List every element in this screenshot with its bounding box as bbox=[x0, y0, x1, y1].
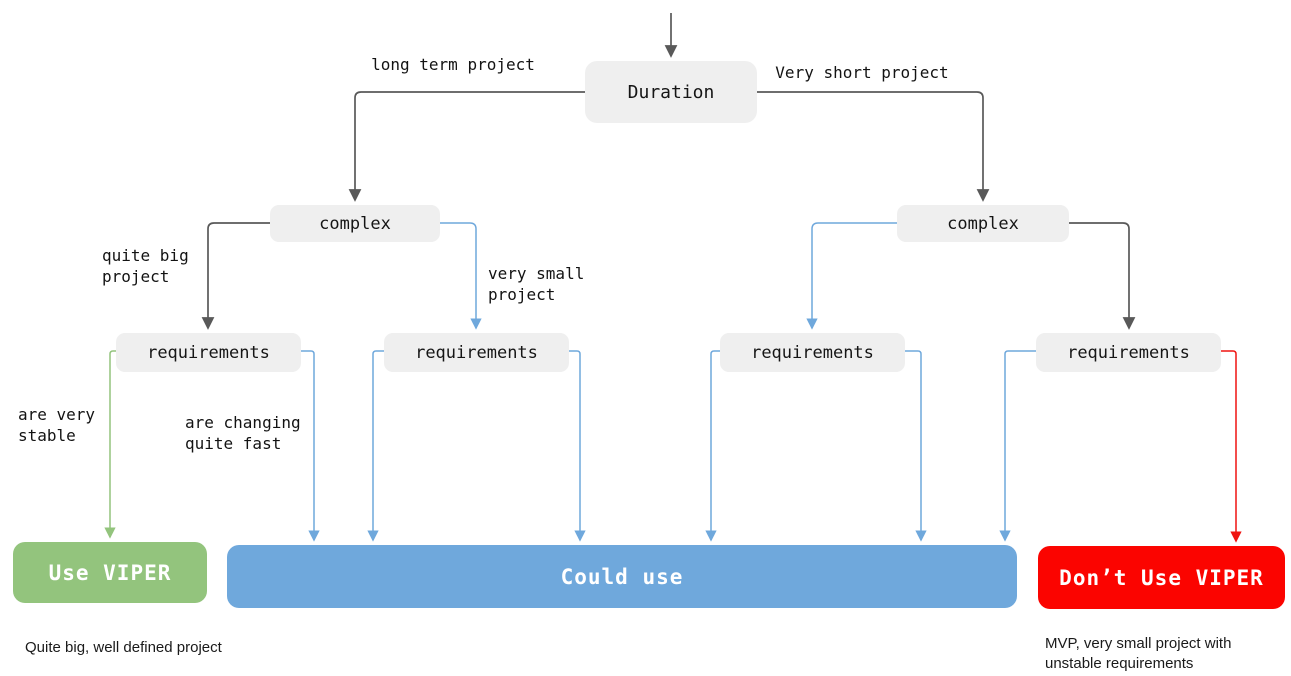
edge-requirements-1-to-use-viper bbox=[104, 350, 116, 539]
edge-label-are-very-stable: are very stable bbox=[18, 405, 96, 445]
edge-requirements-3-to-could-use-left bbox=[705, 350, 720, 542]
outcome-dont-use-viper: Don’t Use VIPER bbox=[1038, 546, 1285, 609]
edge-label-are-changing-quite-fast: are changing quite fast bbox=[185, 413, 301, 453]
outcome-could-use: Could use bbox=[227, 545, 1017, 608]
outcome-use-viper: Use VIPER bbox=[13, 542, 207, 603]
edge-requirements-2-to-could-use-right bbox=[569, 350, 586, 542]
edge-duration-to-complex-right bbox=[757, 91, 990, 202]
edge-requirements-4-to-could-use bbox=[999, 350, 1036, 542]
edge-duration-to-complex-left bbox=[348, 91, 585, 202]
edge-label-long-term-project: long term project bbox=[371, 55, 535, 74]
edge-label-very-small-project: very small project bbox=[488, 264, 585, 304]
edge-complex-left-to-requirements-2 bbox=[440, 222, 482, 330]
node-complex-left: complex bbox=[270, 205, 440, 242]
edge-complex-right-to-requirements-3 bbox=[806, 222, 897, 330]
node-duration: Duration bbox=[585, 61, 757, 123]
caption-use-viper: Quite big, well defined project bbox=[25, 639, 222, 656]
node-requirements-1: requirements bbox=[116, 333, 301, 372]
edge-complex-right-to-requirements-4 bbox=[1069, 222, 1136, 330]
edge-label-quite-big-project: quite big project bbox=[102, 246, 189, 286]
node-complex-right: complex bbox=[897, 205, 1069, 242]
edge-requirements-3-to-could-use-right bbox=[905, 350, 927, 542]
edge-requirements-1-to-could-use bbox=[301, 350, 320, 542]
node-requirements-4: requirements bbox=[1036, 333, 1221, 372]
node-requirements-2: requirements bbox=[384, 333, 569, 372]
edge-requirements-4-to-dont-use-viper bbox=[1221, 350, 1242, 543]
edge-label-very-short-project: Very short project bbox=[775, 63, 949, 82]
caption-dont-use-viper: MVP, very small project with unstable re… bbox=[1045, 635, 1232, 672]
edge-requirements-2-to-could-use-left bbox=[367, 350, 384, 542]
edge-complex-left-to-requirements-1 bbox=[201, 222, 270, 330]
node-requirements-3: requirements bbox=[720, 333, 905, 372]
